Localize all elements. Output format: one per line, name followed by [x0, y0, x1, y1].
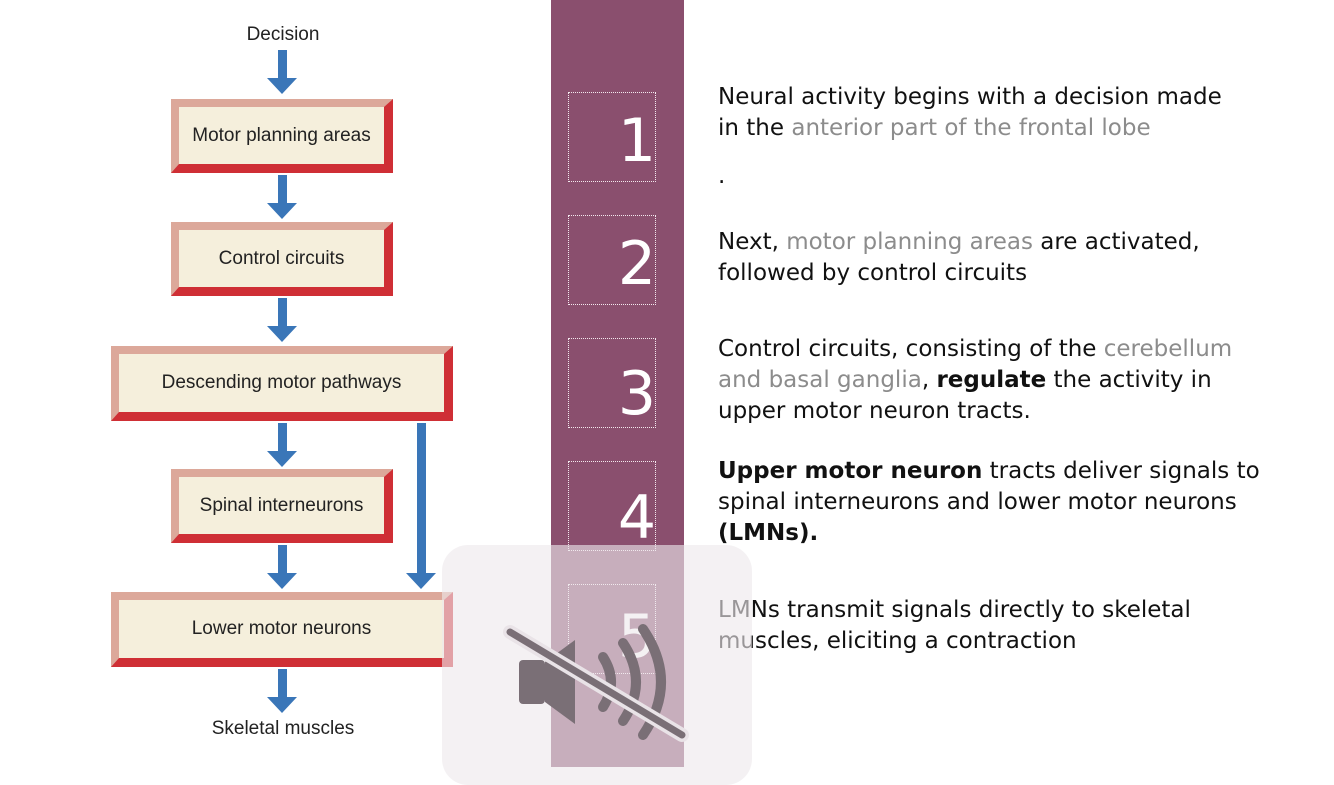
- skeletal-muscles-label: Skeletal muscles: [211, 718, 355, 739]
- box-control-circuits: Control circuits: [171, 222, 393, 296]
- flow-arrow: [267, 669, 297, 713]
- step-number-box: [568, 215, 656, 305]
- flow-arrow: [267, 50, 297, 94]
- step-3-text: Control circuits, consisting of the cere…: [718, 336, 1233, 424]
- box-descending-motor-pathways: Descending motor pathways: [111, 346, 453, 421]
- mute-overlay[interactable]: [442, 545, 752, 785]
- flow-arrow: [267, 298, 297, 342]
- decision-label: Decision: [246, 24, 320, 45]
- step-number-box: [568, 92, 656, 182]
- step-1-text: Neural activity begins with a decision m…: [718, 84, 1222, 141]
- flow-arrow: [267, 545, 297, 589]
- step-1-trailing: .: [718, 163, 726, 189]
- box-spinal-interneurons: Spinal interneurons: [171, 469, 393, 543]
- step-number-3: 3: [617, 359, 657, 429]
- step-number-1: 1: [617, 106, 657, 176]
- step-number-2: 2: [617, 229, 657, 299]
- box-lower-motor-neurons: Lower motor neurons: [111, 592, 453, 667]
- step-4-text: Upper motor neuron tracts deliver signal…: [718, 458, 1260, 546]
- flow-arrow: [267, 423, 297, 467]
- step-number-box: [568, 338, 656, 428]
- step-number-4: 4: [617, 483, 657, 553]
- flow-arrow: [267, 175, 297, 219]
- step-5-text: LMNs transmit signals directly to skelet…: [718, 597, 1191, 654]
- box-motor-planning-areas: Motor planning areas: [171, 99, 393, 173]
- step-2-text: Next, motor planning areas are activated…: [718, 229, 1200, 286]
- flow-arrow-bypass: [406, 423, 436, 589]
- speaker-muted-icon[interactable]: [442, 545, 752, 767]
